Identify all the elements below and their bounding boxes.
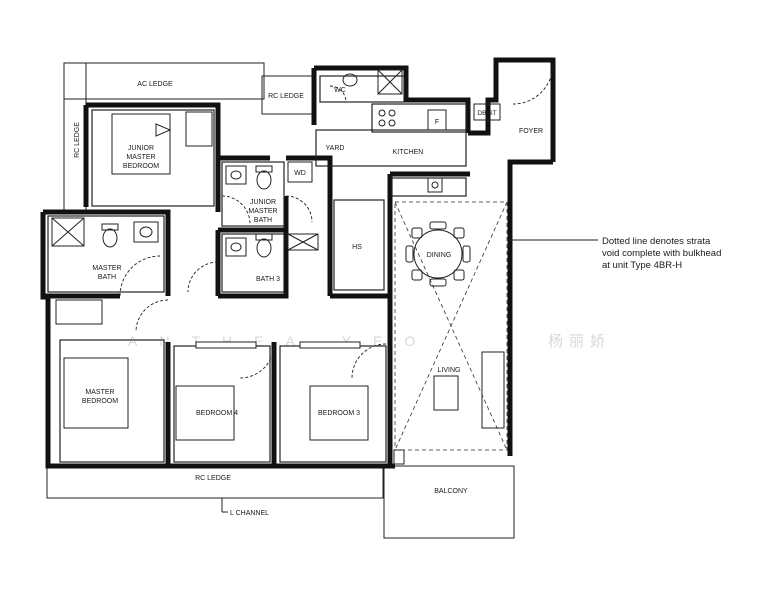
label-ac-ledge: AC LEDGE — [137, 81, 173, 88]
label-rc-ledge-top: RC LEDGE — [268, 93, 304, 100]
label-jmbath-line2: MASTER — [248, 208, 277, 215]
label-master-bath-line2: BATH — [98, 274, 116, 281]
label-master-bedroom-line1: MASTER — [85, 389, 114, 396]
label-rc-ledge-bottom: RC LEDGE — [195, 475, 231, 482]
watermark-chinese: 杨丽娇 — [548, 332, 611, 350]
inner-wall-lines — [47, 75, 467, 463]
label-wd: WD — [294, 170, 306, 177]
label-bedroom3: BEDROOM 3 — [318, 410, 360, 417]
label-bath3: BATH 3 — [256, 276, 280, 283]
beds — [63, 113, 369, 441]
note-line-3: at unit Type 4BR-H — [602, 260, 682, 271]
label-wc: WC — [334, 87, 346, 94]
note-line-2: void complete with bulkhead — [602, 248, 721, 259]
label-jmb-line3: BEDROOM — [123, 163, 159, 170]
fixtures — [51, 69, 501, 258]
label-master-bath-line1: MASTER — [92, 265, 121, 272]
note-line-1: Dotted line denotes strata — [602, 236, 711, 247]
windows — [55, 111, 505, 465]
label-jmbath-line1: JUNIOR — [250, 199, 276, 206]
label-hs: HS — [352, 244, 362, 251]
label-db-st: DB/ST — [477, 110, 496, 117]
strata-void-dotted — [394, 201, 508, 451]
label-balcony: BALCONY — [434, 488, 468, 495]
label-kitchen: KITCHEN — [393, 149, 424, 156]
label-foyer: FOYER — [519, 128, 543, 135]
living-furniture — [433, 375, 459, 411]
label-yard: YARD — [326, 145, 345, 152]
label-living: LIVING — [438, 367, 461, 374]
label-l-channel: L CHANNEL — [230, 510, 269, 517]
label-jmbath-line3: BATH — [254, 217, 272, 224]
wd-box — [287, 161, 313, 183]
label-bedroom4: BEDROOM 4 — [196, 410, 238, 417]
label-dining: DINING — [427, 252, 452, 259]
label-master-bedroom-line2: BEDROOM — [82, 398, 118, 405]
label-jmb-line1: JUNIOR — [128, 145, 154, 152]
door-swings — [119, 63, 554, 379]
walls — [40, 57, 556, 469]
dining-table — [405, 221, 471, 287]
label-fridge: F — [435, 119, 439, 126]
label-rc-ledge-left: RC LEDGE — [74, 122, 81, 158]
label-jmb-line2: MASTER — [126, 154, 155, 161]
